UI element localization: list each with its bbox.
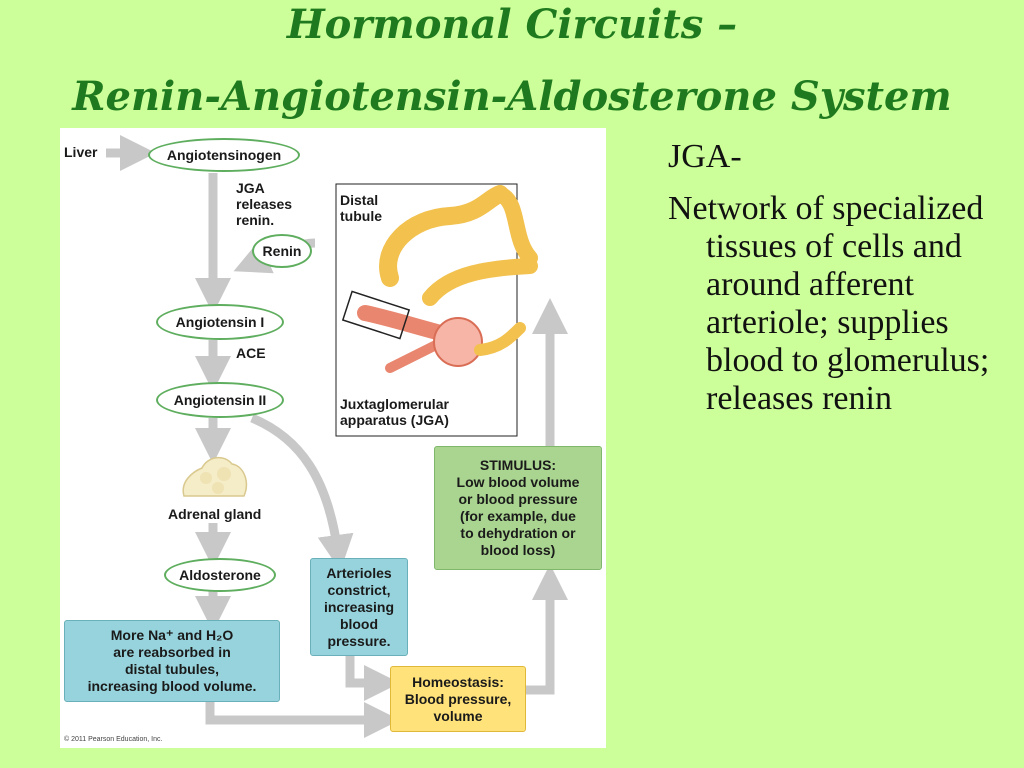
diagram-arrows	[106, 135, 568, 738]
arrow-arterioles-to-homeostasis	[345, 653, 400, 701]
side-body: Network of specialized tissues of cells …	[668, 190, 990, 417]
arrow-reabsorbed-to-homeostasis	[205, 702, 400, 738]
arrow-homeostasis-to-stimulus	[526, 564, 568, 695]
kidney-tubule-illustration	[341, 185, 538, 373]
renin-oval: Renin	[252, 234, 312, 268]
arterioles-box: Arterioles constrict, increasing blood p…	[310, 558, 408, 656]
raas-diagram: Liver Angiotensinogen JGA releases renin…	[60, 128, 606, 748]
reabsorption-box: More Na⁺ and H₂O are reabsorbed in dista…	[64, 620, 280, 702]
stimulus-box: STIMULUS: Low blood volume or blood pres…	[434, 446, 602, 570]
ace-label: ACE	[236, 345, 266, 361]
angiotensin-1-oval: Angiotensin I	[156, 304, 284, 340]
side-heading: JGA-	[668, 138, 742, 175]
arrow-angiotensin2-to-arterioles	[250, 413, 354, 571]
slide-title-line-2: Renin-Angiotensin-Aldosterone System	[72, 73, 952, 120]
jga-releases-renin-label: JGA releases renin.	[236, 180, 293, 228]
liver-label: Liver	[64, 144, 98, 160]
distal-tubule-label: Distal tubule	[340, 192, 382, 224]
copyright-note: © 2011 Pearson Education, Inc.	[64, 736, 163, 743]
aldosterone-oval: Aldosterone	[164, 558, 276, 592]
homeostasis-box: Homeostasis: Blood pressure, volume	[390, 666, 526, 732]
angiotensin-2-oval: Angiotensin II	[156, 382, 284, 418]
adrenal-gland-label: Adrenal gland	[168, 506, 262, 522]
slide-title-line-1: Hormonal Circuits –	[286, 1, 738, 48]
side-text: JGA- Network of specialized tissues of c…	[668, 138, 998, 418]
angiotensinogen-oval: Angiotensinogen	[148, 138, 300, 172]
adrenal-gland-icon	[178, 452, 252, 502]
jga-label: Juxtaglomerular apparatus (JGA)	[340, 396, 449, 428]
